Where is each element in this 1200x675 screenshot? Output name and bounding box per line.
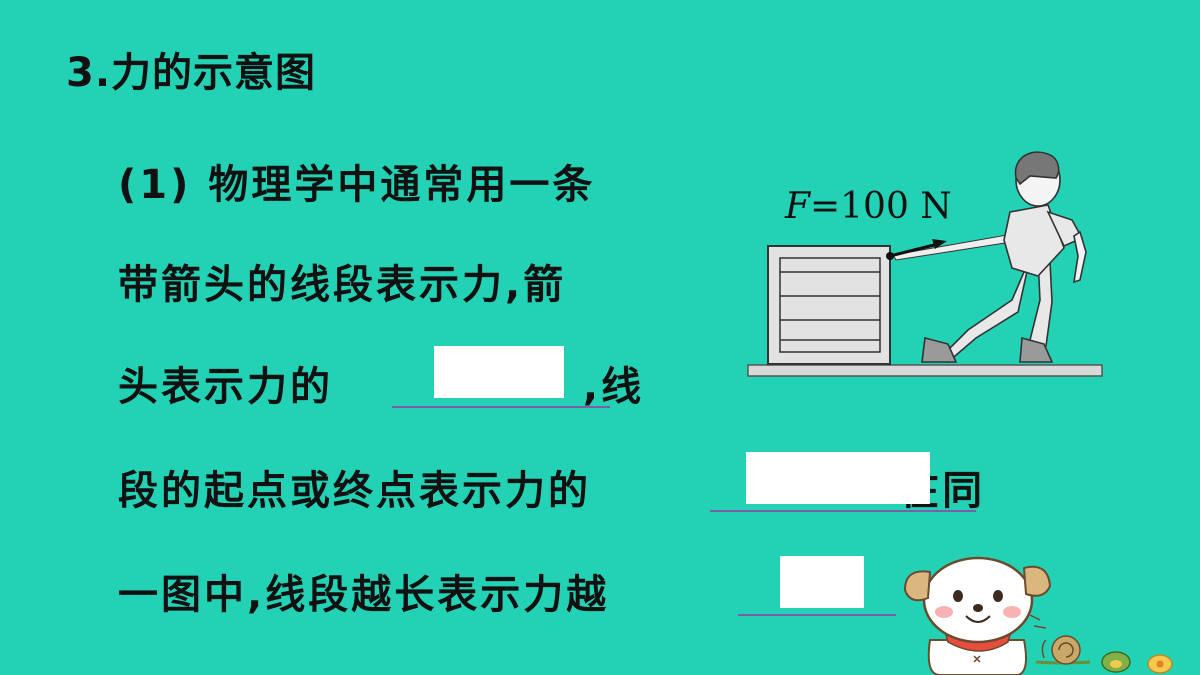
answer-cover-box (746, 452, 930, 504)
force-point-of-action (886, 252, 894, 260)
section-dot: . (94, 50, 112, 96)
flower-decoration-icon (1147, 654, 1173, 674)
dog-icon (903, 556, 1052, 675)
section-number: 3 (66, 50, 95, 96)
force-arrow-head (932, 239, 947, 249)
mascot-dog-decoration (903, 556, 1173, 675)
paragraph-line-3-end: ,线 (582, 364, 645, 410)
answer-blank-magnitude[interactable] (738, 556, 896, 616)
section-title: 3.力的示意图 (66, 40, 316, 98)
paragraph-line-2: 带箭头的线段表示力,箭 (118, 262, 567, 308)
paragraph-line-3-start: 头表示力的 (118, 364, 333, 410)
answer-underline (738, 614, 896, 616)
force-value: =100 N (809, 186, 952, 227)
box (767, 245, 891, 365)
paragraph-line-5-start: 一图中,线段越长表示力越 (118, 572, 610, 618)
answer-cover-box (434, 346, 564, 398)
answer-underline (392, 406, 610, 408)
pulling-box-illustration (747, 151, 1103, 377)
boy-figure (921, 151, 1087, 364)
section-heading: 力的示意图 (111, 50, 317, 96)
paragraph-line-5: 一图中,线段越长表示力越 . (118, 562, 811, 620)
snail-icon (1035, 635, 1091, 665)
paragraph-line-1: (1) 物理学中通常用一条 (118, 162, 596, 208)
paragraph-line-4-start: 段的起点或终点表示力的 (118, 468, 591, 514)
force-variable: F (785, 186, 810, 227)
ground-surface (747, 364, 1103, 377)
answer-blank-direction[interactable] (392, 346, 610, 408)
answer-blank-point-of-action[interactable] (710, 452, 976, 512)
shell-decoration-icon (1101, 651, 1131, 673)
paragraph-line-4: 段的起点或终点表示力的 .在同 (118, 458, 985, 516)
answer-cover-box (780, 556, 864, 608)
answer-underline (710, 510, 976, 512)
paragraph-line-3: 头表示力的 ,线 (118, 354, 644, 412)
force-label: F=100 N (785, 186, 952, 227)
force-arrow-shaft (889, 242, 939, 258)
